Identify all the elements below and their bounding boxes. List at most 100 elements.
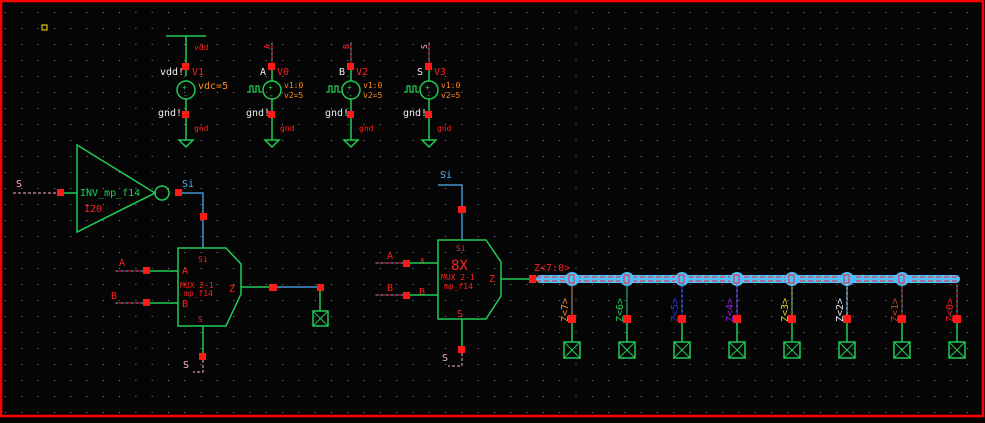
wire-pin[interactable] <box>317 284 324 291</box>
bus-tap-pin[interactable] <box>568 315 576 323</box>
svg-text:-: - <box>269 91 274 100</box>
gnd-pin-label: gnd! <box>325 108 349 119</box>
source-v1[interactable]: vdd vdd! V1 + - vdc=5 gnd! gnd <box>158 35 228 149</box>
param-v1: v1:0 <box>363 81 382 90</box>
net-label-s: S <box>16 179 22 190</box>
bus-tap-label: Z<3> <box>780 298 791 322</box>
mux2-s-pin[interactable] <box>458 346 465 353</box>
pulse-waveform-icon <box>404 85 419 93</box>
mux1-z-pin[interactable] <box>269 284 277 291</box>
pin-label: vdd! <box>160 67 184 78</box>
mux1[interactable]: Si A MUX 2-1 mp_f14 Z B S A B S <box>111 247 329 373</box>
instance-name: V1 <box>192 67 204 78</box>
pin-label: B <box>339 67 345 78</box>
pin-label: S <box>417 67 423 78</box>
pin-plus[interactable] <box>182 63 189 70</box>
bus-tap[interactable]: Z<2> <box>835 272 856 359</box>
mux2-instance-name: 8X <box>451 258 468 274</box>
bus-tap[interactable]: Z<7> <box>560 272 581 359</box>
bus-tap-pin[interactable] <box>623 315 631 323</box>
bus-tap-pin[interactable] <box>898 315 906 323</box>
bus-ripper-icon <box>730 272 744 286</box>
bus-ripper-icon <box>785 272 799 286</box>
noconn-icon <box>312 310 329 327</box>
pin-plus[interactable] <box>425 63 432 70</box>
bus-tap-pin[interactable] <box>678 315 686 323</box>
bus-tap[interactable]: Z<0> <box>945 284 966 359</box>
bus-z[interactable]: Z<7:0> <box>534 263 960 283</box>
net-label-gnd: gnd <box>280 124 295 133</box>
pin-minus[interactable] <box>182 111 189 118</box>
net-label-s: S <box>420 44 429 49</box>
mux2-si-pin[interactable] <box>458 206 466 213</box>
mux1-net-a: A <box>119 258 125 269</box>
bus-tap[interactable]: Z<1> <box>890 272 911 359</box>
mux2-pin-s-label: S <box>457 309 463 320</box>
inverter-in-pin[interactable] <box>57 189 64 196</box>
param-v2: v2=5 <box>441 91 460 100</box>
mux2-net-s: S <box>442 353 448 364</box>
bus-tap[interactable]: Z<5> <box>670 272 691 359</box>
inverter-cell-name: INV_mp_f14 <box>80 188 140 199</box>
svg-text:-: - <box>348 91 353 100</box>
bus-ripper-icon <box>675 272 689 286</box>
mux1-cell-line1: MUX 2-1 <box>180 281 214 290</box>
bus-tap-label: Z<2> <box>835 298 846 322</box>
noconn-icon <box>893 341 911 359</box>
noconn-icon <box>783 341 801 359</box>
mux2-a-pin[interactable] <box>403 260 410 267</box>
bus-ripper-icon <box>895 272 909 286</box>
instance-name: V3 <box>434 67 446 78</box>
bus-ripper-icon <box>840 272 854 286</box>
inverter-out-pin[interactable] <box>175 189 182 196</box>
pin-minus[interactable] <box>425 111 432 118</box>
mux1-pin-top: Si <box>198 255 208 264</box>
noconn-icon <box>563 341 581 359</box>
gnd-pin-label: gnd! <box>246 108 270 119</box>
bus-tap-pin[interactable] <box>788 315 796 323</box>
inverter-bubble-icon <box>154 185 170 201</box>
mux1-pin-s-label: S <box>198 315 203 324</box>
bus-tap-pin[interactable] <box>953 315 961 323</box>
mux2-z-pin[interactable] <box>529 275 536 283</box>
gnd-pin-label: gnd! <box>158 108 182 119</box>
net-label-a: A <box>263 44 272 49</box>
pin-minus[interactable] <box>347 111 354 118</box>
mux1-pin-z-label: Z <box>229 284 235 295</box>
param-v1: v1:0 <box>284 81 303 90</box>
bus-tap-pin[interactable] <box>733 315 741 323</box>
mux1-b-pin[interactable] <box>143 299 150 306</box>
bus-label: Z<7:0> <box>534 263 570 274</box>
bus-tap-pin[interactable] <box>843 315 851 323</box>
mux1-body <box>177 247 242 327</box>
mux2-net-a: A <box>387 251 393 262</box>
pin-plus[interactable] <box>268 63 275 70</box>
mux2-net-b: B <box>387 283 393 294</box>
pin-label: A <box>260 67 266 78</box>
mux2-pin-top: Si <box>456 244 466 253</box>
wire-pin[interactable] <box>200 213 207 220</box>
inverter-i20[interactable]: S INV_mp_f14 I20 Si <box>13 143 207 248</box>
net-label-si: Si <box>182 179 194 190</box>
param-vdc: vdc=5 <box>198 81 228 92</box>
bus-tap[interactable]: Z<6> <box>615 272 636 359</box>
mux1-s-pin[interactable] <box>199 353 206 360</box>
noconn-icon <box>948 341 966 359</box>
instance-name: V0 <box>277 67 289 78</box>
ground-icon <box>342 139 360 149</box>
svg-text:-: - <box>426 91 431 100</box>
mux2-b-pin[interactable] <box>403 292 410 299</box>
param-v2: v2=5 <box>284 91 303 100</box>
bus-tap[interactable]: Z<3> <box>780 272 801 359</box>
mux2-8x[interactable]: Si Si 8X MUX 2-1 mp_f14 Z A B S A B S <box>375 170 536 367</box>
bus-tap[interactable]: Z<4> <box>725 272 746 359</box>
pin-minus[interactable] <box>268 111 275 118</box>
mux1-a-pin[interactable] <box>143 267 150 274</box>
pin-plus[interactable] <box>347 63 354 70</box>
bus-tap-label: Z<0> <box>945 298 956 322</box>
